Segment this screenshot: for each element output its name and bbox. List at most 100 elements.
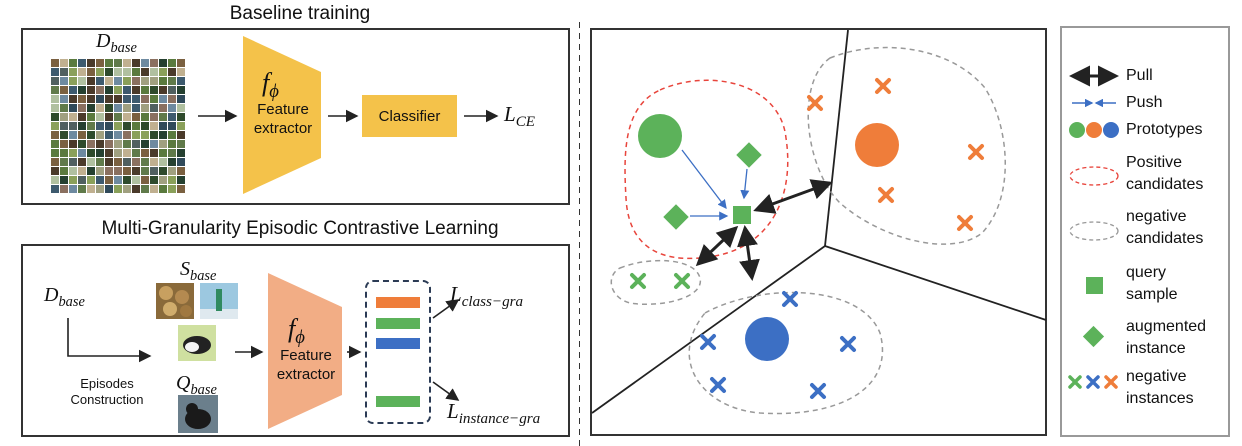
mosaic-tile <box>132 77 140 85</box>
mosaic-tile <box>78 149 86 157</box>
mosaic-tile <box>96 167 104 175</box>
baseline-extractor-line1: Feature <box>257 101 309 118</box>
left-arrows <box>67 22 580 446</box>
mosaic-tile <box>114 185 122 193</box>
mosaic-tile <box>51 113 59 121</box>
mosaic-tile <box>159 95 167 103</box>
mosaic-tile <box>123 149 131 157</box>
arrow-features-to-instance-loss <box>432 381 460 401</box>
mosaic-tile <box>150 140 158 148</box>
mosaic-tile <box>105 68 113 76</box>
mosaic-tile <box>105 176 113 184</box>
support-thumbnails <box>156 283 238 361</box>
mosaic-tile <box>69 86 77 94</box>
mosaic-tile <box>114 122 122 130</box>
mosaic-tile <box>114 68 122 76</box>
mosaic-tile <box>87 113 95 121</box>
feature-vectors-box <box>365 280 431 424</box>
mosaic-tile <box>132 104 140 112</box>
boundary-line <box>591 245 826 414</box>
baseline-title: Baseline training <box>229 3 371 24</box>
mosaic-tile <box>150 185 158 193</box>
mosaic-tile <box>150 113 158 121</box>
mosaic-tile <box>141 68 149 76</box>
augmented-instance <box>663 204 689 230</box>
mosaic-tile <box>78 95 86 103</box>
mosaic-tile <box>168 104 176 112</box>
mosaic-tile <box>150 68 158 76</box>
mosaic-tile <box>51 122 59 130</box>
mosaic-tile <box>60 59 68 67</box>
mosaic-tile <box>150 59 158 67</box>
mosaic-tile <box>177 140 185 148</box>
mosaic-tile <box>87 140 95 148</box>
mosaic-tile <box>105 149 113 157</box>
mosaic-tile <box>168 122 176 130</box>
mosaic-tile <box>123 86 131 94</box>
mosaic-tile <box>51 95 59 103</box>
mosaic-tile <box>96 185 104 193</box>
mosaic-tile <box>87 86 95 94</box>
mosaic-tile <box>87 104 95 112</box>
mosaic-tile <box>168 59 176 67</box>
mosaic-tile <box>123 140 131 148</box>
mosaic-tile <box>114 59 122 67</box>
mosaic-tile <box>141 131 149 139</box>
mosaic-tile <box>114 176 122 184</box>
mosaic-tile <box>96 149 104 157</box>
mosaic-tile <box>159 77 167 85</box>
mosaic-tile <box>168 158 176 166</box>
mosaic-tile <box>60 158 68 166</box>
negative-candidates-region <box>807 46 1006 245</box>
mosaic-tile <box>132 158 140 166</box>
mosaic-tile <box>51 149 59 157</box>
mosaic-tile <box>78 176 86 184</box>
mosaic-tile <box>177 68 185 76</box>
mosaic-tile <box>141 185 149 193</box>
mosaic-tile <box>78 68 86 76</box>
mosaic-tile <box>150 86 158 94</box>
baseline-loss: LCE <box>504 102 535 131</box>
mosaic-tile <box>114 140 122 148</box>
legend-panel <box>1060 26 1230 437</box>
mosaic-tile <box>177 149 185 157</box>
mosaic-tile <box>123 176 131 184</box>
mosaic-tile <box>150 167 158 175</box>
negative-instance-blue <box>710 377 726 393</box>
prototype-blue <box>745 317 789 361</box>
mosaic-tile <box>168 86 176 94</box>
mosaic-tile <box>78 77 86 85</box>
mosaic-tile <box>96 122 104 130</box>
mosaic-tile <box>105 59 113 67</box>
legend-cross-green <box>1068 375 1082 389</box>
push-arrow <box>681 149 727 210</box>
legend-augmented-icon <box>1082 325 1105 348</box>
arrow-dataset-to-episodes <box>67 318 152 363</box>
mosaic-tile <box>87 59 95 67</box>
mosaic-tile <box>132 122 140 130</box>
mosaic-tile <box>87 122 95 130</box>
mosaic-tile <box>78 86 86 94</box>
mgecl-title: Multi-Granularity Episodic Contrastive L… <box>101 218 499 239</box>
mosaic-tile <box>51 104 59 112</box>
pull-arrow <box>695 225 739 267</box>
dataset-mosaic <box>51 59 185 193</box>
classifier-box: Classifier <box>362 95 457 137</box>
mgecl-extractor-symbol: fϕ <box>288 314 305 349</box>
mgecl-panel <box>21 244 570 437</box>
negative-instance-blue <box>700 334 716 350</box>
mosaic-tile <box>177 95 185 103</box>
mosaic-tile <box>159 86 167 94</box>
mosaic-tile <box>114 77 122 85</box>
query-set-label: Qbase <box>176 372 217 398</box>
mosaic-tile <box>87 131 95 139</box>
mosaic-tile <box>123 158 131 166</box>
mosaic-tile <box>168 149 176 157</box>
boundary-line <box>824 29 849 247</box>
mosaic-tile <box>96 140 104 148</box>
mosaic-tile <box>69 167 77 175</box>
mosaic-tile <box>60 185 68 193</box>
negative-instance-blue <box>782 291 798 307</box>
mosaic-tile <box>159 122 167 130</box>
